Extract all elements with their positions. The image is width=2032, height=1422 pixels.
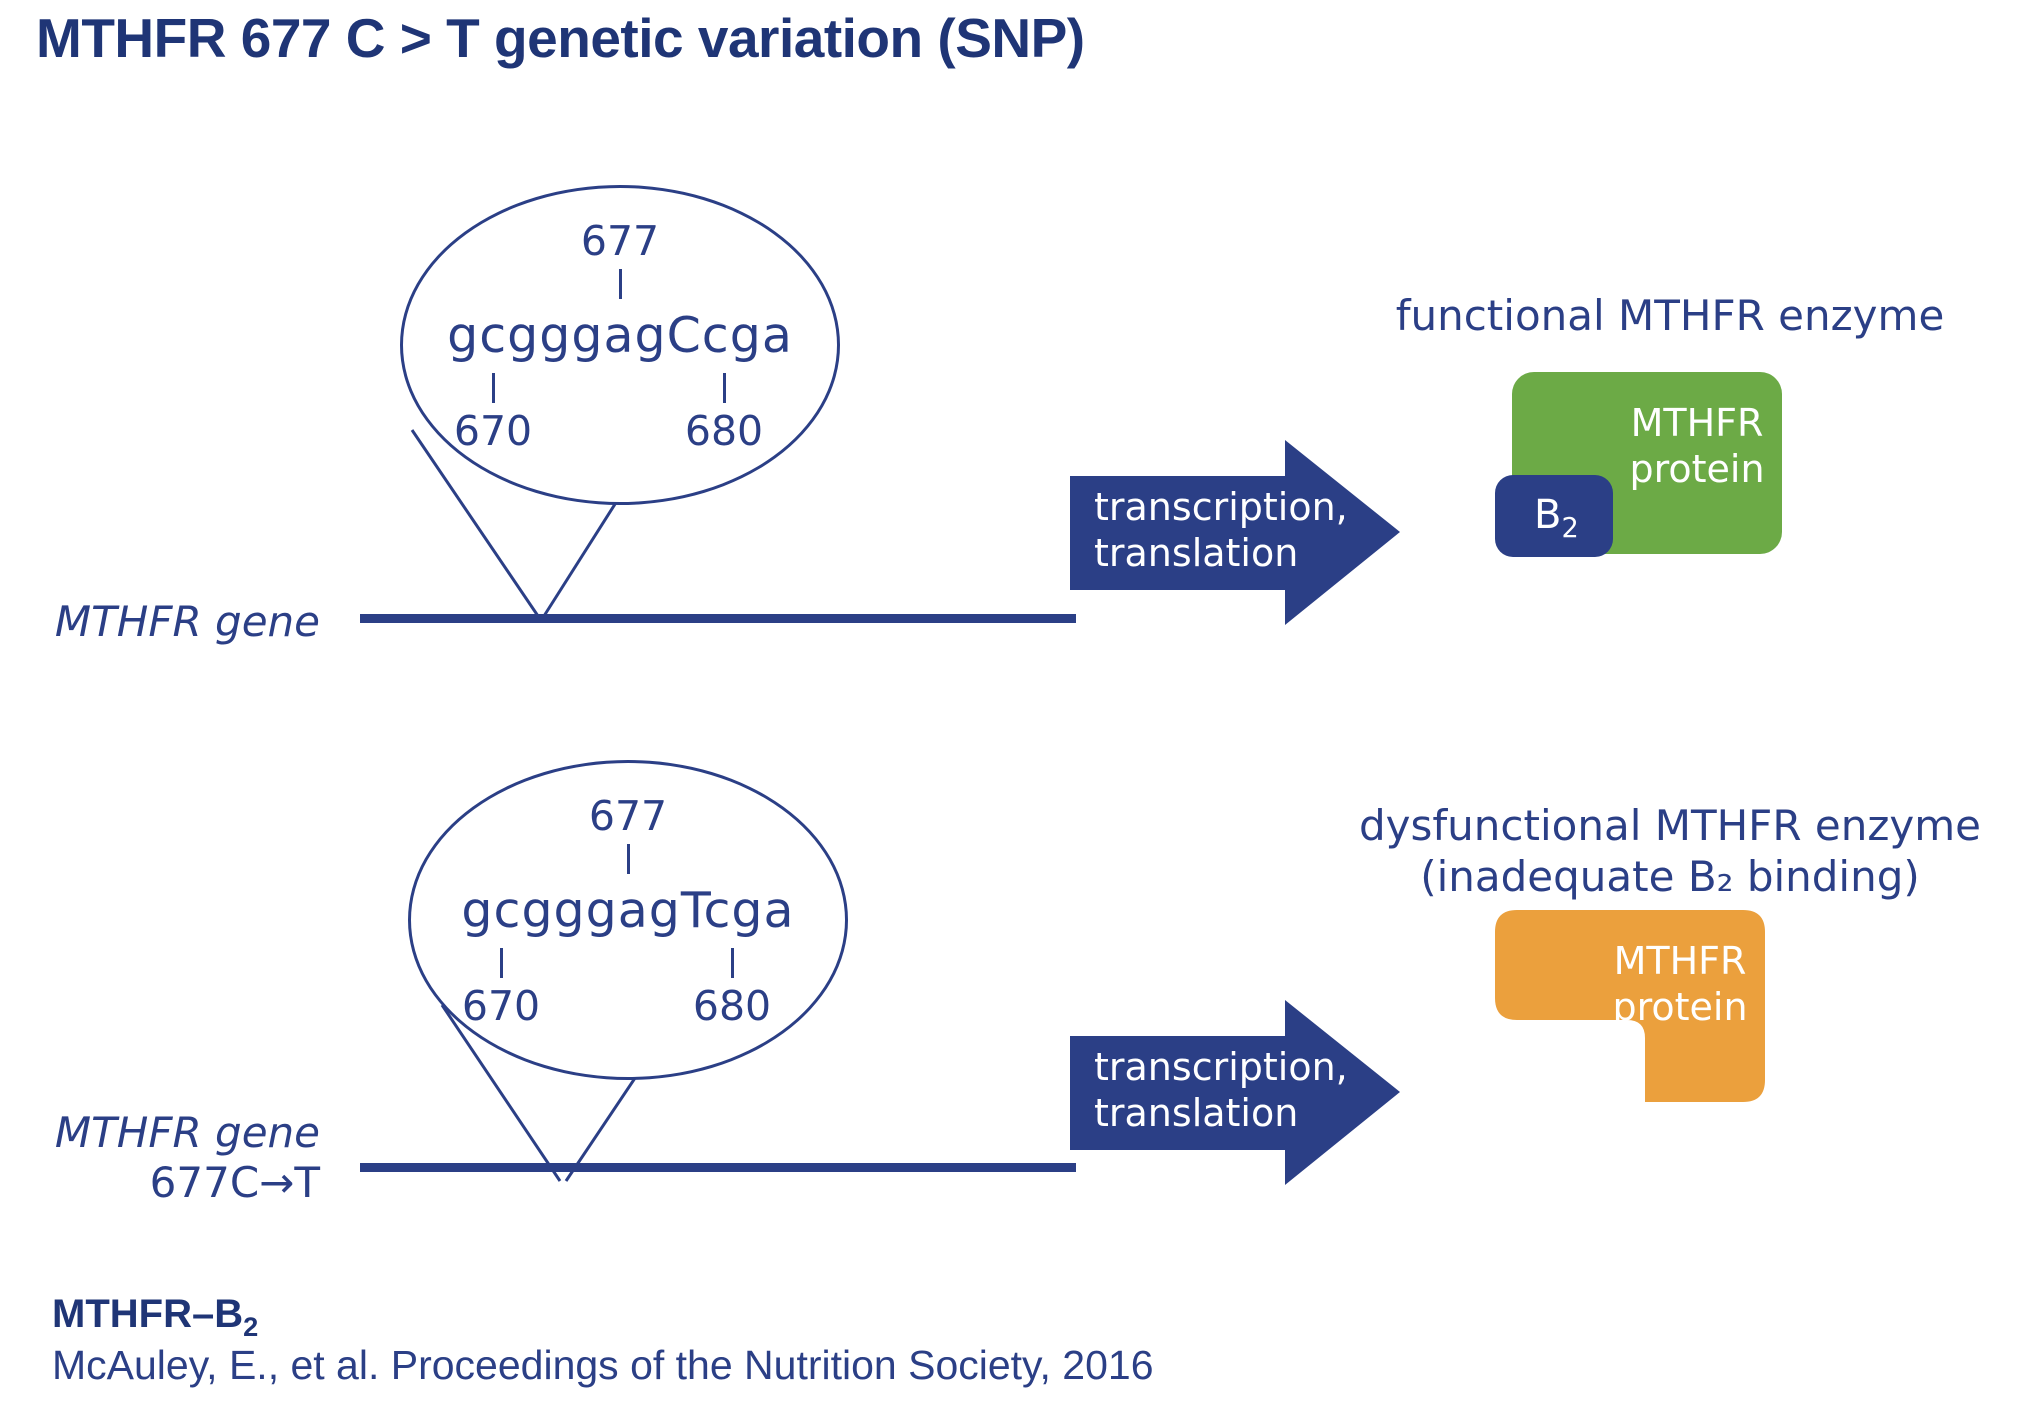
gene-label-wildtype: MTHFR gene [0,597,320,647]
right-tick-mark-wildtype [723,373,726,403]
footer-heading-main: MTHFR–B [52,1292,244,1336]
arrow-shape-wildtype [1070,440,1400,625]
left-tick-mark-wildtype [492,373,495,403]
arrow-shape-variant [1070,1000,1400,1185]
sequence-bubble-wildtype: 677 gcgggagCcga 670 680 [400,185,840,505]
b2-cofactor-shape [1495,475,1613,557]
enzyme-caption-variant: dysfunctional MTHFR enzyme (inadequate B… [1310,800,2030,902]
gene-label-variant-line1: MTHFR gene [54,1108,320,1157]
gene-line-variant [360,1163,1076,1172]
arrow-label-variant: transcription, translation [1094,1044,1348,1137]
b2-cofactor-label-text: B [1534,492,1562,538]
enzyme-caption-wildtype-line1: functional MTHFR enzyme [1395,291,1945,340]
left-tick-mark-variant [500,948,503,978]
footer-heading: MTHFR–B2 [52,1292,258,1343]
mthfr-protein-label-dysfunctional: MTHFR protein [1595,938,1765,1031]
mthfr-protein-label-dysfunctional-line2: protein [1612,985,1748,1030]
footer-citation: McAuley, E., et al. Proceedings of the N… [52,1342,1154,1388]
right-tick-mark-variant [731,948,734,978]
enzyme-caption-wildtype: functional MTHFR enzyme [1340,290,2000,341]
snp-tick-mark-variant [627,844,630,874]
sequence-bubble-variant: 677 gcgggagTcga 670 680 [408,760,848,1080]
bubble-outline-wildtype [400,185,840,505]
dna-sequence-variant: gcgggagTcga [461,882,795,939]
mthfr-protein-label-functional: MTHFR protein [1612,400,1782,493]
arrow-label-wildtype-line2: translation [1094,531,1299,576]
b2-cofactor-label-sub: 2 [1561,513,1579,544]
arrow-label-variant-line2: translation [1094,1091,1299,1136]
mthfr-protein-label-dysfunctional-line1: MTHFR [1613,939,1747,983]
enzyme-caption-variant-line1: dysfunctional MTHFR enzyme [1358,801,1981,850]
bubble-outline-variant [408,760,848,1080]
transcription-arrow-variant: transcription, translation [1070,1000,1400,1185]
left-tick-label-variant: 670 [461,982,541,1030]
gene-line-wildtype [360,614,1076,623]
transcription-arrow-wildtype: transcription, translation [1070,440,1400,625]
right-tick-label-variant: 680 [692,982,772,1030]
snp-tick-mark-wildtype [619,269,622,299]
mthfr-protein-shape-dysfunctional [1495,910,1765,1102]
enzyme-caption-variant-line2: (inadequate B₂ binding) [1420,852,1920,902]
footer-heading-sub: 2 [243,1311,259,1342]
snp-position-label-variant: 677 [588,792,668,840]
mthfr-protein-label-functional-line1: MTHFR [1630,401,1764,445]
snp-position-label-wildtype: 677 [580,217,660,265]
b2-cofactor-label: B2 [1534,492,1579,544]
mthfr-protein-label-functional-line2: protein [1629,447,1765,492]
gene-label-wildtype-line1: MTHFR gene [54,597,320,646]
arrow-label-wildtype-line1: transcription, [1094,485,1348,529]
left-tick-label-wildtype: 670 [453,407,533,455]
right-tick-label-wildtype: 680 [684,407,764,455]
arrow-label-variant-line1: transcription, [1094,1045,1348,1089]
arrow-label-wildtype: transcription, translation [1094,484,1348,577]
dna-sequence-wildtype: gcgggagCcga [447,307,793,364]
gene-label-variant: MTHFR gene 677C→T [0,1108,320,1207]
gene-label-variant-line2: 677C→T [149,1157,320,1207]
page-title: MTHFR 677 C > T genetic variation (SNP) [36,7,1085,69]
